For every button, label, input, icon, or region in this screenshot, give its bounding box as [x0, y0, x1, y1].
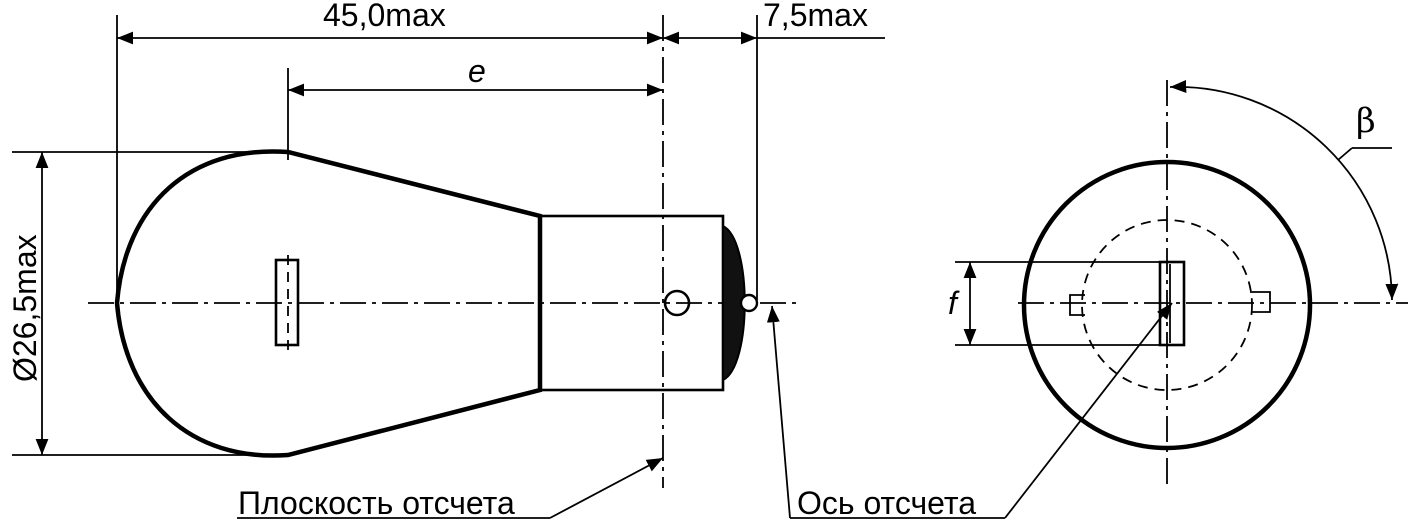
filament	[274, 258, 300, 347]
leader-reference-axis	[766, 305, 791, 519]
side-view: 45,0max 7,5max e Ø26,5max Плоскость отсч…	[7, 0, 1005, 521]
leader-reference-plane	[549, 457, 664, 519]
contact-tip	[739, 293, 759, 313]
reference-axis-label: Ось отсчета	[797, 485, 976, 521]
angle-beta-label: β	[1356, 101, 1376, 141]
angle-beta-arc	[1169, 80, 1399, 301]
leader-reference-axis-end	[1004, 302, 1173, 519]
angle-beta-leader	[1337, 147, 1353, 161]
dimension-diameter-label: Ø26,5max	[7, 234, 43, 382]
dimension-f-label: f	[948, 285, 960, 321]
bayonet-lug-left	[1069, 294, 1085, 316]
dimension-overall-label: 45,0max	[323, 0, 446, 33]
reference-plane-label: Плоскость отсчета	[238, 485, 515, 521]
bayonet-pin	[663, 289, 691, 317]
dimension-cap-label: 7,5max	[763, 0, 868, 33]
end-view: f β	[948, 80, 1408, 519]
bayonet-lug-right	[1250, 291, 1271, 313]
dimension-e-label: e	[468, 53, 486, 89]
bulb-outline	[114, 149, 543, 458]
